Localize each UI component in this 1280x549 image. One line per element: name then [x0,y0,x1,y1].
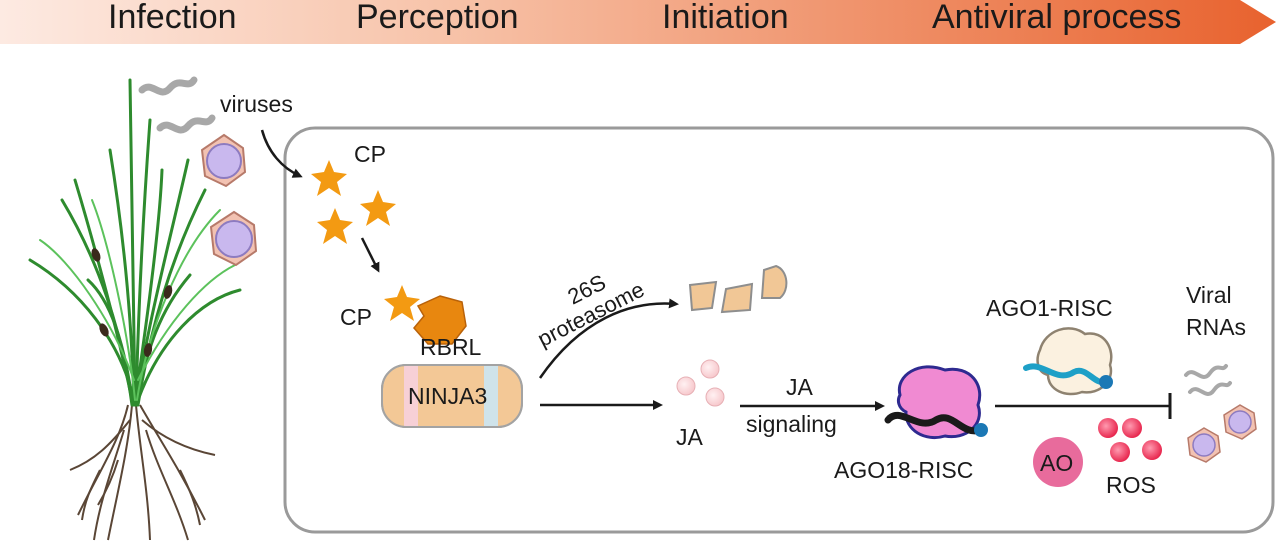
planthopper-icons [91,248,173,357]
viral-rna-strand-icon [138,76,198,96]
label-viruses: viruses [220,91,293,117]
virion-icon [209,210,258,267]
plant-roots [69,404,216,541]
stage-label-initiation: Initiation [662,0,789,36]
stage-arrow: Infection Perception Initiation Antivira… [0,0,1276,44]
plant-leaves [28,78,242,407]
label-rbrl: RBRL [420,334,482,360]
ao-molecule: AO [1033,437,1083,487]
cp-star-icon [311,160,347,196]
rice-plant-illustration [28,78,242,541]
label-cp-bottom: CP [340,304,372,330]
rbrl-protein: RBRL [413,295,482,360]
fragment-icon [720,282,754,314]
cell-boundary [283,126,1275,534]
cp-star-icon [360,190,396,226]
label-ja-signaling-line1: JA [786,374,814,400]
viral-rnas-target [1184,364,1257,463]
virion-icon [1187,427,1221,463]
stage-arrow-body [0,0,1276,44]
stage-label-antiviral-process: Antiviral process [932,0,1181,36]
viral-rna-strand-icon [1188,381,1232,396]
label-ago18-risc: AGO18-RISC [834,457,973,483]
label-ros: ROS [1106,472,1156,498]
ja-molecules [676,359,725,407]
label-cp-top: CP [354,141,386,167]
arrow-proteasome-degradation [538,298,679,379]
viruses-outside: viruses [138,76,293,267]
label-viral-rnas-line2: RNAs [1186,314,1246,340]
ago1-risc-complex [1023,327,1113,396]
label-ao: AO [1040,450,1073,476]
ago18-risc-complex [884,365,988,439]
cp-star-icon [384,285,420,321]
cp-star-icon [317,208,353,244]
fragment-icon [688,280,718,312]
virion-icon [200,133,247,188]
stage-label-infection: Infection [108,0,237,36]
ninja3-protein: NINJA3 [381,364,523,428]
arrow-viruses-to-cp [260,129,303,178]
stage-label-perception: Perception [356,0,519,36]
label-ago1-risc: AGO1-RISC [986,295,1113,321]
ros-molecules [1098,418,1162,462]
label-ja-signaling-line2: signaling [746,411,837,437]
label-viral-rnas-line1: Viral [1186,282,1232,308]
viral-rna-strand-icon [156,114,216,134]
fragment-icon [760,264,788,299]
degraded-fragments [688,264,788,314]
viral-rna-strand-icon [1184,364,1228,379]
proteasome-label: 26S proteasome [533,269,648,351]
cp-protein-stars [311,160,420,321]
label-ninja3: NINJA3 [408,383,487,409]
label-ja: JA [676,424,704,450]
arrow-cp-to-rbrl [360,237,380,273]
virion-icon [1223,404,1257,440]
